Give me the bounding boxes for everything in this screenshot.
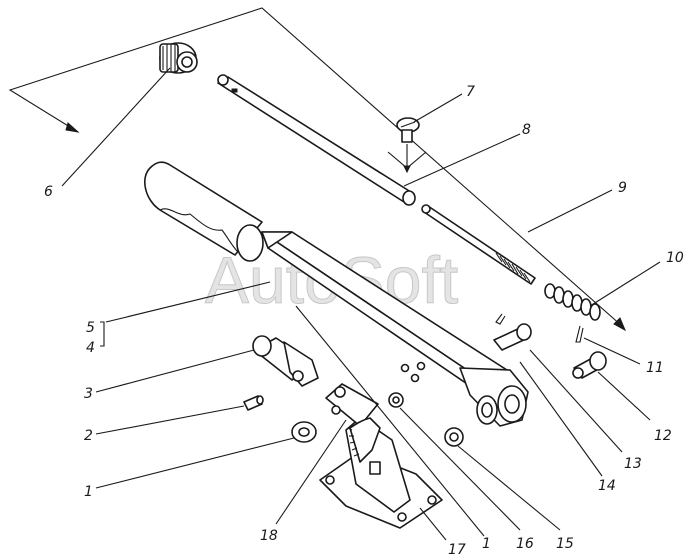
part-15-washer (444, 427, 464, 447)
callout-5: 5 (86, 320, 95, 336)
part-9-threaded-rod (421, 204, 536, 285)
callout-12: 12 (654, 428, 672, 444)
callout-17: 17 (448, 542, 466, 558)
callout-13: 13 (624, 456, 642, 472)
assembly-guide-lines (8, 7, 627, 332)
part-12-clevis-pin (572, 325, 607, 379)
part-10-spring (544, 283, 601, 321)
leader-lines (61, 67, 661, 541)
part-3-fork (252, 335, 319, 387)
callouts: 6 7 8 9 10 5 4 3 2 1 11 12 13 14 15 16 1… (44, 84, 684, 558)
callout-16: 16 (516, 536, 534, 552)
part-8-rod (217, 74, 416, 206)
part-1-bushing-left (291, 421, 317, 443)
callout-4: 4 (86, 340, 95, 356)
callout-18: 18 (260, 528, 278, 544)
callout-2: 2 (84, 428, 93, 444)
callout-1-left: 1 (84, 484, 93, 500)
callout-1-right: 1 (482, 536, 491, 552)
callout-3: 3 (84, 386, 93, 402)
part-17-bracket (319, 383, 443, 529)
callout-8: 8 (522, 122, 531, 138)
part-6-cap (159, 42, 198, 74)
part-7-screw (387, 117, 427, 174)
callout-6: 6 (44, 184, 53, 200)
part-2-small-pin (243, 395, 264, 411)
callout-14: 14 (598, 478, 616, 494)
callout-9: 9 (618, 180, 627, 196)
part-4-5-lever (144, 161, 529, 427)
part-16-washer (388, 392, 404, 408)
callout-7: 7 (466, 84, 475, 100)
callout-11: 11 (646, 360, 664, 376)
callout-15: 15 (556, 536, 574, 552)
callout-10: 10 (666, 250, 684, 266)
part-14-pin (493, 313, 532, 351)
